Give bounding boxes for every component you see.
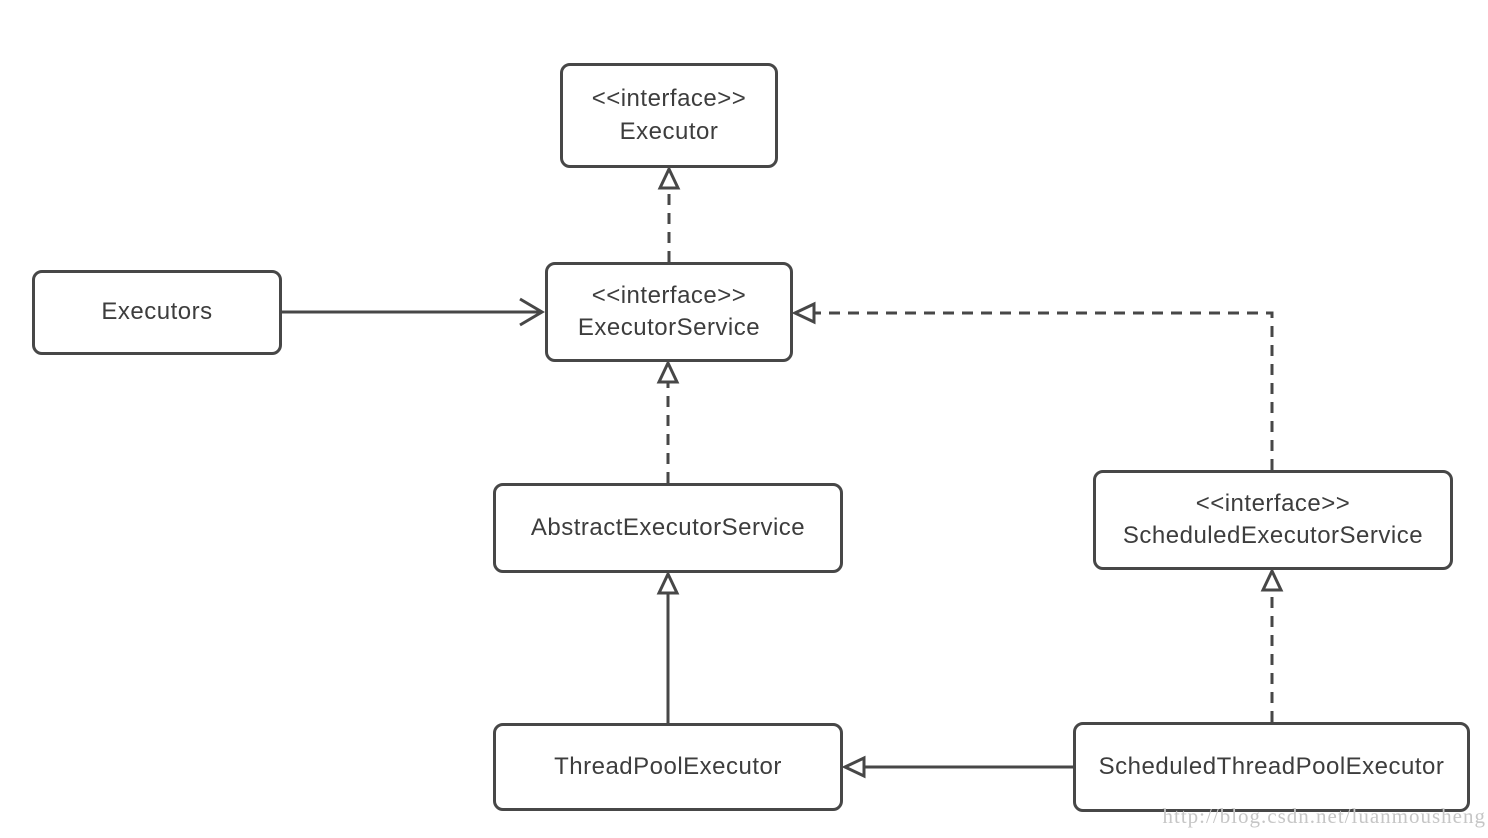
edge-executors-to-executorservice	[282, 297, 545, 327]
node-scheduledthreadpoolexecutor-name: ScheduledThreadPoolExecutor	[1098, 752, 1445, 780]
node-threadpoolexecutor-class: ThreadPoolExecutor	[493, 723, 843, 811]
edge-executorservice-to-executor	[657, 165, 681, 262]
watermark-url: http://blog.csdn.net/luanmousheng	[1162, 804, 1486, 828]
edge-scheduledthreadpoolexecutor-to-threadpoolexecutor	[841, 755, 1073, 779]
node-executor-name: Executor	[619, 117, 719, 145]
node-scheduledthreadpoolexecutor-class: ScheduledThreadPoolExecutor	[1073, 722, 1470, 812]
edge-scheduledthreadpoolexecutor-to-scheduledexecutorservice	[1260, 567, 1284, 722]
node-executorservice-interface: <<interface>> ExecutorService	[545, 262, 793, 362]
node-scheduledexecutorservice-name: ScheduledExecutorService	[1122, 522, 1424, 549]
edge-scheduledexecutorservice-to-executorservice	[791, 301, 1274, 470]
edge-threadpoolexecutor-to-abstractexecutorservice	[656, 570, 680, 723]
node-abstractexecutorservice-name: AbstractExecutorService	[530, 513, 806, 541]
node-scheduledexecutorservice-interface: <<interface>> ScheduledExecutorService	[1093, 470, 1453, 570]
node-executor-stereotype: <<interface>>	[591, 85, 747, 113]
node-threadpoolexecutor-name: ThreadPoolExecutor	[554, 752, 782, 780]
node-executors-class: Executors	[32, 270, 282, 355]
node-executorservice-name: ExecutorService	[577, 314, 761, 341]
node-executorservice-stereotype: <<interface>>	[591, 281, 747, 309]
node-abstractexecutorservice-class: AbstractExecutorService	[493, 483, 843, 573]
edge-abstractexecutorservice-to-executorservice	[656, 359, 680, 483]
node-executors-name: Executors	[101, 298, 213, 326]
node-scheduledexecutorservice-stereotype: <<interface>>	[1195, 489, 1351, 517]
node-executor-interface: <<interface>> Executor	[560, 63, 778, 168]
